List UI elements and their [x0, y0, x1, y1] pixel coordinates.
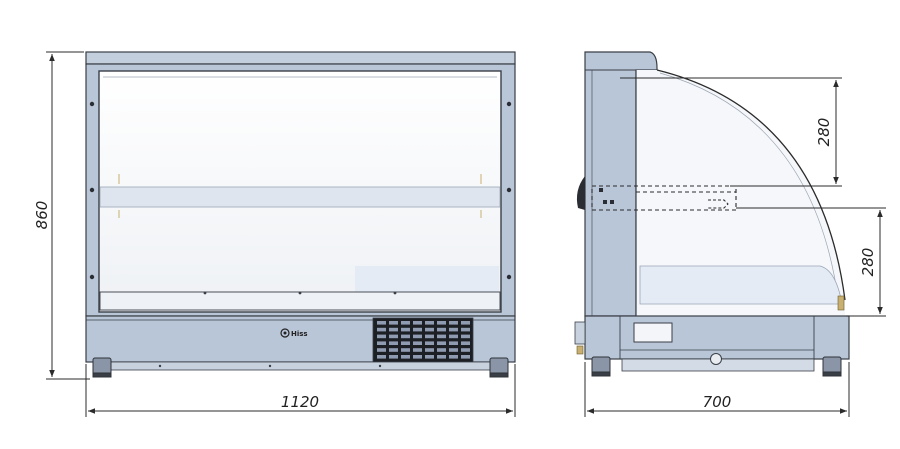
vent-slot: [377, 327, 386, 332]
front-shelf: [99, 186, 501, 208]
vent-slot: [377, 334, 386, 339]
side-base: [584, 315, 850, 360]
vent-slot: [413, 334, 422, 339]
vent-slot: [461, 334, 470, 339]
side-view: 280 280 700: [574, 51, 886, 417]
vent-slot: [437, 341, 446, 345]
vent-slot: [413, 327, 422, 332]
vent-slot: [413, 321, 422, 325]
front-bottom-rail: [99, 291, 501, 311]
vent-slot: [425, 327, 434, 332]
vent-slot: [461, 341, 470, 345]
vent-slot: [425, 355, 434, 359]
vent-slot: [377, 348, 386, 352]
front-width-dimension: [85, 364, 516, 417]
front-height-label: 860: [33, 201, 51, 230]
side-width-label: 700: [703, 393, 732, 411]
vent-slot: [437, 355, 446, 359]
vent-slot: [437, 327, 446, 332]
vent-slot: [449, 355, 458, 359]
shelf-supports: [118, 174, 482, 218]
vent-slot: [377, 355, 386, 359]
vent-slot: [425, 334, 434, 339]
side-upper-shelf-label: 280: [815, 118, 833, 147]
vent-slot: [401, 341, 410, 345]
vent-slot: [377, 341, 386, 345]
vent-slot: [389, 327, 398, 332]
logo-text: Hiss: [291, 330, 308, 338]
side-shelf-bracket: [591, 185, 737, 211]
vent-slots: [377, 321, 470, 359]
vent-slot: [389, 341, 398, 345]
vent-slot: [401, 327, 410, 332]
vent-slot: [377, 321, 386, 325]
vent-slot: [449, 348, 458, 352]
vent-slot: [389, 334, 398, 339]
side-lower-shelf-dimension: [736, 207, 886, 317]
side-drain-fitting: [710, 353, 722, 365]
side-curved-glass: [636, 70, 845, 316]
vent-slot: [401, 355, 410, 359]
vent-slot: [425, 321, 434, 325]
frame-screws: [89, 101, 512, 280]
vent-slot: [449, 341, 458, 345]
brand-logo: Hiss: [280, 328, 308, 338]
front-width-label: 1120: [281, 393, 319, 411]
vent-slot: [437, 334, 446, 339]
front-top-cap: [85, 51, 516, 65]
vent-slot: [437, 321, 446, 325]
side-feet: [591, 356, 842, 377]
vent-slot: [461, 355, 470, 359]
side-upper-shelf-dimension: [620, 77, 842, 187]
vent-slot: [401, 321, 410, 325]
front-feet: [92, 357, 509, 378]
vent-slot: [401, 348, 410, 352]
vent-slot: [389, 348, 398, 352]
front-height-dimension: [46, 51, 90, 380]
vent-slot: [437, 348, 446, 352]
side-lower-shelf-label: 280: [859, 248, 877, 277]
vent-slot: [413, 355, 422, 359]
vent-slot: [413, 348, 422, 352]
vent-slot: [425, 341, 434, 345]
vent-slot: [425, 348, 434, 352]
vent-slot: [389, 355, 398, 359]
vent-slot: [461, 321, 470, 325]
vent-slot: [461, 348, 470, 352]
side-label-plate: [633, 322, 673, 343]
front-view: Hiss 860 1120: [33, 51, 516, 417]
vent-slot: [449, 334, 458, 339]
vent-slot: [401, 334, 410, 339]
vent-slot: [449, 327, 458, 332]
vent-slot: [389, 321, 398, 325]
vent-slot: [449, 321, 458, 325]
side-width-dimension: [584, 362, 850, 417]
vent-slot: [413, 341, 422, 345]
vent-slot: [461, 327, 470, 332]
